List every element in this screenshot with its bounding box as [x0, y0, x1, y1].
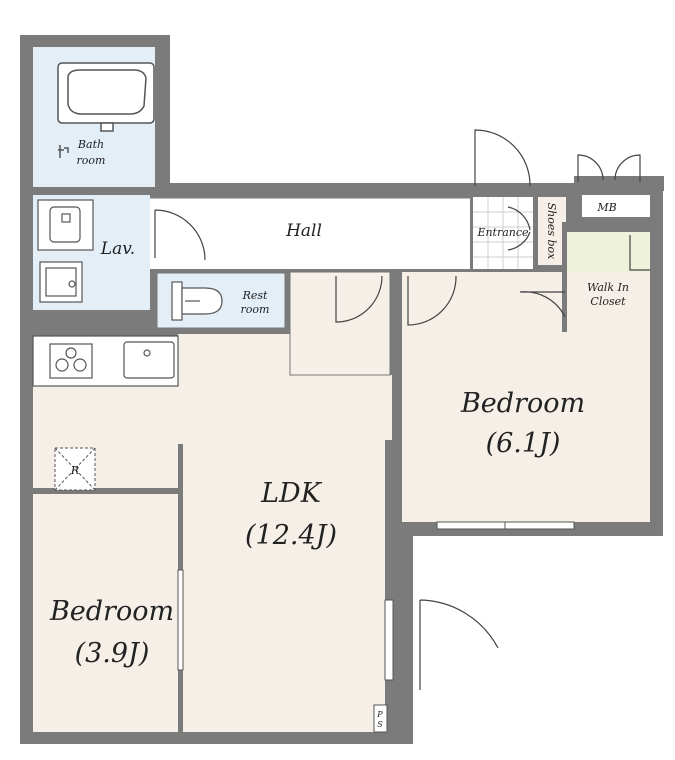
shower-icon — [58, 145, 69, 158]
bath-room-label-2: room — [77, 154, 106, 167]
shoes-box-label: Shoes box — [545, 203, 558, 261]
ldk — [33, 334, 392, 732]
walk-in-closet-label-2: Closet — [590, 295, 626, 308]
windows — [177, 521, 575, 681]
entrance-label: Entrance — [476, 226, 529, 239]
ldk-size: (12.4J) — [245, 520, 337, 551]
bath-room-label-1: Bath — [77, 138, 104, 151]
inner-walls — [33, 187, 657, 732]
mb-space — [582, 195, 650, 217]
ldk-nook — [290, 272, 390, 375]
kitchen-counter — [32, 335, 179, 387]
bedroom-left-name: Bedroom — [49, 596, 174, 627]
bedroom-right-size: (6.1J) — [486, 428, 561, 459]
doors — [154, 129, 650, 690]
restroom-label-1: Rest — [242, 289, 268, 302]
walk-in-closet-label-1: Walk In — [587, 281, 629, 294]
mb-label: MB — [596, 201, 616, 214]
hall — [150, 197, 470, 269]
ldk-name: LDK — [260, 478, 323, 509]
bathtub — [57, 62, 155, 132]
washbasin — [37, 199, 94, 251]
bedroom-right-name: Bedroom — [460, 388, 585, 419]
bedroom-right — [402, 272, 650, 522]
pipe-space-box — [373, 704, 388, 733]
lav-label: Lav. — [100, 239, 135, 259]
restroom-label-2: room — [241, 303, 270, 316]
hall-label: Hall — [285, 221, 322, 241]
toilet — [171, 281, 223, 321]
bedroom-left-size: (3.9J) — [75, 638, 150, 669]
entrance-tiles — [473, 197, 533, 269]
refrigerator-label: R — [70, 464, 79, 477]
washing-machine-pan — [39, 261, 83, 303]
bedroom-left — [33, 494, 178, 732]
shoes-box — [538, 197, 566, 265]
pipe-space-label-1: P — [376, 710, 383, 719]
pipe-space-label-2: S — [377, 720, 383, 729]
refrigerator — [54, 447, 96, 491]
